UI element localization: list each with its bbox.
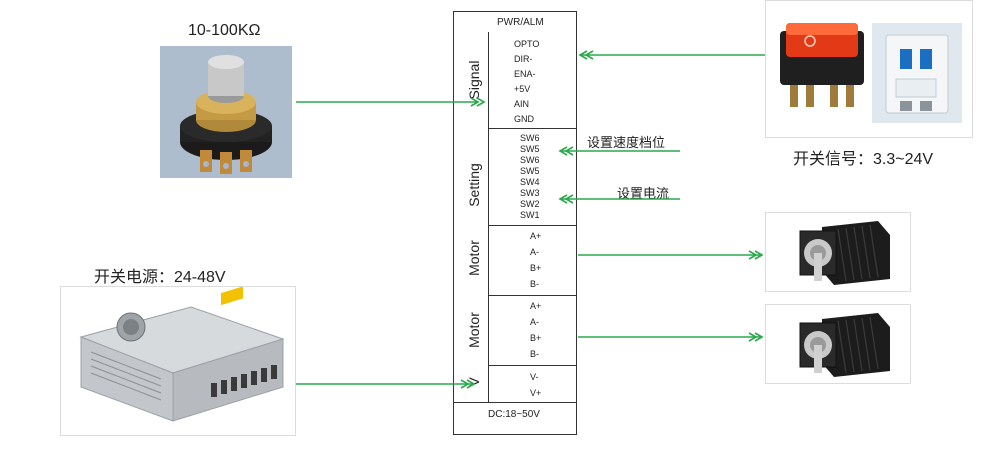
arrowhead [564,146,574,156]
stepper-motor-illustration-2 [799,313,890,377]
motor1-pin: A- [530,247,539,257]
setting-pin: SW3 [520,188,540,198]
arrowhead [748,250,758,260]
power-pin: V- [530,372,539,382]
motor-motor-separator [488,295,576,296]
motor2-divider [488,295,489,365]
setting-pin: SW5 [520,166,540,176]
setting-divider [488,128,489,225]
potentiometer-image [160,46,292,178]
set-current-label: 设置电流 [617,186,670,201]
motor-power-separator [488,365,576,366]
arrowhead [564,194,574,204]
motor-image-1 [765,212,911,292]
power-supply-image [60,286,296,436]
setting-pin: SW2 [520,199,540,209]
arrowhead [558,146,568,156]
setting-pin: SW4 [520,177,540,187]
motor1-pin: B- [530,279,539,289]
switch-signal-caption: 开关信号：3.3~24V [793,151,934,168]
setting-pin: SW6 [520,155,540,165]
motor2-pin: B+ [530,333,542,343]
switch-breaker-image [765,0,973,138]
setting-pin: SW1 [520,210,540,220]
arrowhead [578,50,588,60]
switch-breaker-illustration [780,23,962,123]
power-footer-separator [454,402,576,403]
driver-box: PWR/ALM Signal OPTO DIR- ENA- +5V AIN GN… [453,11,577,435]
speed-gear-label: 设置速度档位 [587,135,666,150]
motor2-pin: A- [530,317,539,327]
signal-pin: ENA- [514,69,536,79]
power-supply-illustration [79,286,285,422]
power-pin: V+ [530,388,542,398]
signal-pin: OPTO [514,39,540,49]
arrowhead [748,332,758,342]
signal-pin: DIR- [514,54,533,64]
motor2-pin: A+ [530,301,542,311]
dc-voltage-label: DC:18~50V [488,409,540,420]
arrowhead [584,50,594,60]
arrowhead [754,250,764,260]
motor-image-2 [765,304,911,384]
potentiometer-caption: 10-100KΩ [188,22,261,39]
signal-divider [488,32,489,128]
arrowhead [466,379,476,389]
arrowhead [558,194,568,204]
signal-pin: +5V [514,84,531,94]
pwr-alm-label: PWR/ALM [497,17,544,28]
motor1-pin: B+ [530,263,542,273]
arrowhead [476,97,486,107]
setting-motor-separator [488,225,576,226]
setting-pin: SW6 [520,133,540,143]
power-supply-caption: 开关电源：24-48V [94,269,226,286]
signal-setting-separator [488,128,576,129]
arrowhead [470,97,480,107]
arrowhead [460,379,470,389]
signal-pin: GND [514,114,534,124]
power-divider [488,365,489,402]
motor1-pin: A+ [530,231,542,241]
stepper-motor-illustration-1 [799,221,890,285]
signal-pin: AIN [514,99,530,109]
potentiometer-illustration [160,46,292,178]
setting-pin: SW5 [520,144,540,154]
motor2-pin: B- [530,349,539,359]
arrowhead [754,332,764,342]
motor1-divider [488,225,489,295]
